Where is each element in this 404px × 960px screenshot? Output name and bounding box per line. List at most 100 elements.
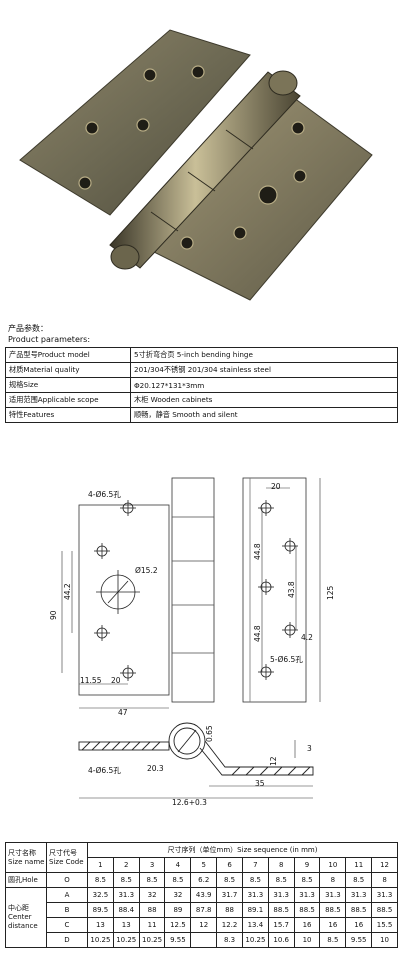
caption-en: Product parameters:: [8, 335, 91, 344]
dim-125: 125: [326, 585, 335, 600]
size-cell: 31.3: [293, 887, 321, 903]
size-cell: 8.5: [319, 932, 347, 948]
size-cell: 31.3: [241, 887, 269, 903]
dim-20b: 20: [271, 482, 281, 491]
size-cell: 88.5: [267, 902, 295, 918]
size-cell: 8.5: [241, 872, 269, 888]
size-cell: 32: [164, 887, 192, 903]
spec-value: 201/304不锈钢 201/304 stainless steel: [130, 362, 398, 378]
size-cell: 10.25: [112, 932, 140, 948]
dim-3: 3: [307, 744, 312, 753]
dim-hole-right: 5-Ø6.5孔: [270, 655, 303, 664]
size-cell: 8.5: [293, 872, 321, 888]
col-number: 7: [241, 857, 269, 873]
col-number: 2: [112, 857, 140, 873]
hinge-left-leaf: [19, 29, 251, 216]
size-cell: 89.1: [241, 902, 269, 918]
size-cell: 89.5: [87, 902, 114, 918]
size-cell: 88.4: [112, 902, 140, 918]
spec-key: 产品型号Product model: [5, 347, 131, 363]
spec-key: 材质Material quality: [5, 362, 131, 378]
size-cell: 8.5: [164, 872, 192, 888]
size-cell: 13: [87, 917, 114, 933]
size-cell: 10.25: [241, 932, 269, 948]
dim-47: 47: [118, 708, 128, 717]
size-table: 尺寸名称Size name 尺寸代号Size Code 尺寸序列（单位mm）Si…: [5, 842, 398, 948]
size-code-header: 尺寸代号Size Code: [46, 842, 88, 873]
size-cell: 88: [216, 902, 243, 918]
size-cell: [190, 932, 218, 948]
dim-0-65: 0.65: [205, 725, 214, 742]
spec-value: Φ20.127*131*3mm: [130, 377, 398, 393]
size-cell: 88.5: [319, 902, 347, 918]
size-cell: 89: [164, 902, 192, 918]
size-cell: 31.3: [319, 887, 347, 903]
column-number-row: 1 2 3 4 5 6 7 8 9 10 11 12: [6, 857, 398, 873]
size-cell: 8: [371, 872, 398, 888]
dim-hole-left: 4-Ø6.5孔: [88, 490, 121, 499]
size-cell: 8.5: [216, 872, 243, 888]
caption-zh: 产品参数：: [8, 324, 48, 333]
col-number: 8: [267, 857, 295, 873]
size-cell: 10: [293, 932, 321, 948]
hole-label: 圆孔Hole: [5, 872, 47, 888]
spec-key: 规格Size: [5, 377, 131, 393]
dim-20a: 20: [111, 676, 121, 685]
size-code: A: [46, 887, 88, 903]
size-code: C: [46, 917, 88, 933]
dim-15-2: Ø15.2: [135, 566, 158, 575]
col-number: 5: [190, 857, 218, 873]
dim-35: 35: [255, 779, 265, 788]
size-code: O: [46, 872, 88, 888]
spec-key: 特性Features: [5, 407, 131, 423]
size-cell: 9.55: [164, 932, 192, 948]
right-leaf-outline: [242, 477, 307, 703]
col-number: 11: [345, 857, 373, 873]
left-leaf-outline: [78, 504, 170, 696]
hinge-barrel: [109, 70, 301, 270]
dim-11-55: 11.55: [80, 676, 102, 685]
size-cell: 8.5: [267, 872, 295, 888]
size-seq-header: 尺寸序列（单位mm）Size sequence (in mm): [87, 842, 398, 858]
dim-12-6: 12.6+0.3: [172, 798, 207, 807]
size-row-o: 圆孔Hole O 8.5 8.5 8.5 8.5 6.2 8.5 8.5 8.5…: [5, 872, 398, 888]
size-cell: 43.9: [190, 887, 218, 903]
size-cell: 8.5: [345, 872, 373, 888]
hinge-photo: [19, 29, 373, 301]
size-cell: 87.8: [190, 902, 218, 918]
size-cell: 32: [138, 887, 166, 903]
dim-4-2: 4.2: [301, 633, 313, 642]
dim-90: 90: [49, 610, 58, 620]
size-code: D: [46, 932, 88, 948]
barrel-outline: [171, 477, 215, 703]
size-cell: 10: [371, 932, 398, 948]
size-cell: 10.25: [87, 932, 114, 948]
size-cell: 8.5: [87, 872, 114, 888]
size-code: B: [46, 902, 88, 918]
size-cell: 12: [190, 917, 218, 933]
size-cell: 31.3: [267, 887, 295, 903]
col-number: 10: [319, 857, 347, 873]
right-leaf-holes: [258, 500, 298, 680]
center-distance-label: 中心距Center distance: [5, 887, 47, 948]
side-section: [78, 722, 314, 776]
size-cell: 88.5: [345, 902, 373, 918]
size-row-a: 中心距Center distance A 32.5 31.3 32 32 43.…: [5, 887, 398, 948]
size-cell: 88.5: [293, 902, 321, 918]
col-number: 12: [371, 857, 398, 873]
size-cell: 32.5: [87, 887, 114, 903]
left-leaf-holes: [94, 500, 140, 681]
spec-key: 适用范围Applicable scope: [5, 392, 131, 408]
dim-hole-left-bottom: 4-Ø6.5孔: [88, 766, 121, 775]
size-cell: 88: [138, 902, 166, 918]
size-cell: 8.3: [216, 932, 243, 948]
size-cell: 12.2: [216, 917, 243, 933]
technical-drawing: 4-Ø6.5孔 90 44.2 Ø15.2 11.55 20 47 20 44.…: [49, 477, 335, 807]
size-cell: 16: [319, 917, 347, 933]
spec-value: 顺畅，静音 Smooth and silent: [130, 407, 398, 423]
size-cell: 31.3: [112, 887, 140, 903]
size-name-header: 尺寸名称Size name: [5, 842, 47, 873]
size-row-c: C 13 13 11 12.5 12 12.2 13.4 15.7 16 16 …: [6, 917, 398, 933]
